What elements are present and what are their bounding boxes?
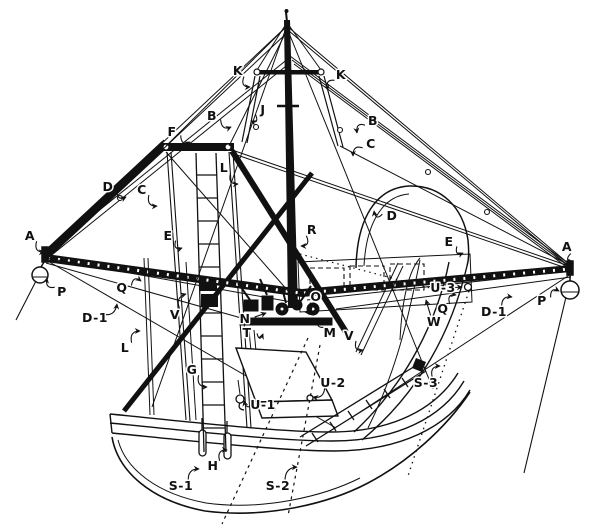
leader-line-E-4 [174,240,183,253]
leader-line-S-1-35 [187,465,200,482]
leader-line-A-0 [35,241,45,256]
leader-line-D-18 [371,210,383,218]
outrigger-left [46,254,302,297]
part-label-E-4: E [163,228,172,243]
part-label-V-30: V [344,328,354,343]
part-label-Q-5: Q [116,280,127,295]
leader-line-L-7 [130,327,141,343]
leader-line-P-21 [550,285,560,298]
part-label-U-1-32: U-1 [250,397,276,412]
part-label-A-0: A [25,228,35,243]
part-label-A-20: A [562,239,572,254]
leader-line-L-16 [229,173,239,188]
leader-line-C-15 [349,146,363,157]
ladder [195,152,227,453]
part-label-L-16: L [220,160,228,175]
bow-ramp [299,358,427,447]
part-label-C-15: C [366,136,376,151]
lowered-boom [122,171,314,413]
part-label-D-2: D [103,179,114,194]
leader-line-V-30 [354,340,364,354]
ring-U3 [463,282,473,292]
part-label-F-9: F [167,124,176,139]
part-label-P-1: P [57,284,67,299]
leader-line-V-8 [177,292,187,310]
spreader-bar [254,70,324,75]
towline-S1 [221,337,309,525]
leader-line-C-3 [147,194,158,210]
part-label-D-1-6: D-1 [82,310,108,325]
part-label-D-1-22: D-1 [481,304,507,319]
leader-line-B-10 [220,119,232,132]
leader-line-K-11 [242,76,251,91]
leader-line-S-3-37 [431,363,441,378]
part-label-K-13: K [336,67,347,82]
part-label-U-3-24: U-3 [430,280,456,295]
part-label-N-27: N [240,311,251,326]
part-label-V-8: V [170,307,180,322]
leader-line-O-26 [304,302,313,316]
leader-line-W-25 [424,299,432,316]
leader-line-E-19 [455,246,464,258]
leader-line-F-9 [180,135,191,148]
port-block [31,266,49,284]
leader-line-S-2-36 [284,464,298,482]
part-label-S-3-37: S-3 [414,375,438,390]
stbd-block [560,280,580,300]
part-label-D-18: D [387,208,398,223]
leader-line-U-2-33 [312,386,326,402]
part-label-G-31: G [187,362,198,377]
leader-line-D-1-22 [501,293,513,308]
part-label-S-2-36: S-2 [266,478,290,493]
leader-line-Q-23 [448,291,457,305]
leader-line-H-34 [218,446,228,461]
leader-line-B-14 [353,123,366,134]
part-label-Q-23: Q [437,301,448,316]
part-label-J-12: J [259,102,265,117]
part-label-H-34: H [208,458,219,473]
dotted-line-R [299,253,435,290]
block-U1 [235,394,245,404]
deck-hatch [234,347,340,419]
leader-line-D-1-6 [103,303,120,316]
towline-S2 [287,344,321,517]
part-label-T-28: T [242,325,251,340]
part-label-L-7: L [121,340,129,355]
leader-line-J-12 [250,114,258,126]
part-label-C-3: C [137,182,147,197]
leader-line-R-17 [300,235,309,250]
leader-line-Q-5 [130,275,142,286]
leader-line-U-1-32 [242,400,254,408]
part-label-P-21: P [537,293,547,308]
part-label-S-1-35: S-1 [169,478,193,493]
leader-line-D-2 [116,190,127,203]
outrigger-right [302,265,571,297]
part-label-K-11: K [233,63,244,78]
part-label-W-25: W [427,314,441,329]
part-label-B-14: B [368,113,378,128]
leader-line-U-3-24 [452,284,463,291]
part-label-O-26: O [310,289,321,304]
tow-lines [221,290,470,525]
part-label-B-10: B [207,108,217,123]
part-label-U-2-33: U-2 [320,375,346,390]
leader-line-G-31 [197,375,208,391]
aft-brace [229,149,349,334]
leader-line-P-1 [42,277,55,289]
leader-line-T-28 [256,333,264,341]
outriggers [15,246,580,474]
port-boom [46,141,166,257]
part-label-R-17: R [307,222,317,237]
leader-line-M-29 [314,317,325,328]
part-label-E-19: E [444,234,453,249]
part-label-M-29: M [324,325,337,340]
leader-line-N-27 [254,311,267,318]
leader-line-A-20 [567,253,574,265]
leader-line-K-13 [323,79,335,91]
